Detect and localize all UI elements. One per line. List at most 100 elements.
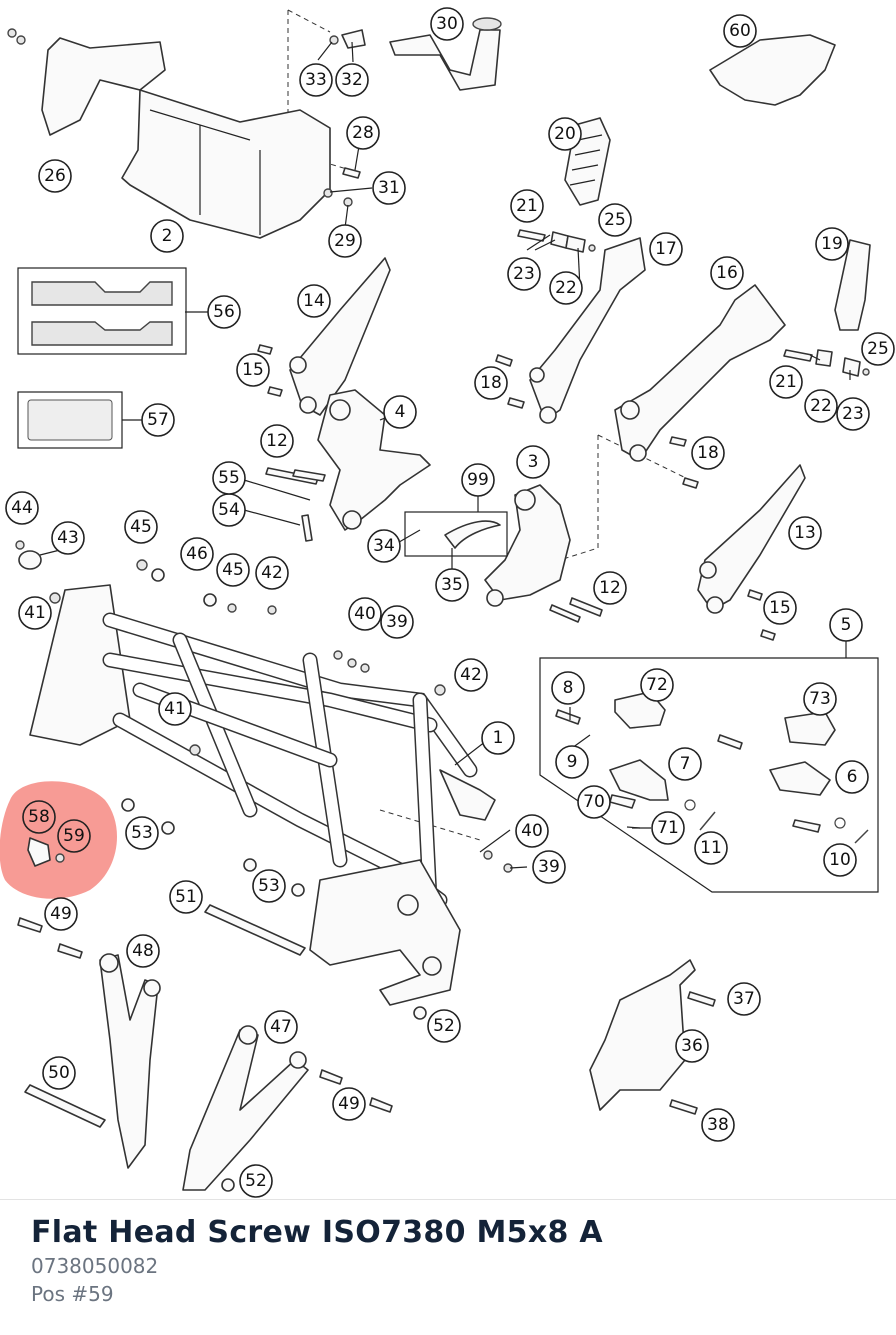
callout-58[interactable]: 58 bbox=[22, 800, 56, 834]
callout-label: 53 bbox=[258, 876, 280, 896]
callout-59[interactable]: 59 bbox=[57, 819, 91, 853]
callout-48[interactable]: 48 bbox=[126, 934, 160, 968]
callout-52[interactable]: 52 bbox=[427, 1009, 461, 1043]
callout-21-2[interactable]: 21 bbox=[769, 365, 803, 399]
callout-11[interactable]: 11 bbox=[694, 831, 728, 865]
callout-21[interactable]: 21 bbox=[510, 189, 544, 223]
callout-label: 45 bbox=[222, 560, 244, 580]
callout-16[interactable]: 16 bbox=[710, 256, 744, 290]
callout-53[interactable]: 53 bbox=[125, 816, 159, 850]
callout-label: 20 bbox=[554, 124, 576, 144]
callout-18-2[interactable]: 18 bbox=[691, 436, 725, 470]
hose-30 bbox=[389, 29, 501, 91]
callout-23-2[interactable]: 23 bbox=[836, 397, 870, 431]
callout-7[interactable]: 7 bbox=[668, 747, 702, 781]
callout-54[interactable]: 54 bbox=[212, 493, 246, 527]
callout-43[interactable]: 43 bbox=[51, 521, 85, 555]
callout-5[interactable]: 5 bbox=[829, 608, 863, 642]
callout-30[interactable]: 30 bbox=[430, 7, 464, 41]
callout-22[interactable]: 22 bbox=[549, 271, 583, 305]
callout-53-2[interactable]: 53 bbox=[252, 869, 286, 903]
callout-32[interactable]: 32 bbox=[335, 63, 369, 97]
callout-group: 1234567891011121213141515161718181920212… bbox=[5, 7, 895, 1198]
callout-55[interactable]: 55 bbox=[212, 461, 246, 495]
callout-50[interactable]: 50 bbox=[42, 1056, 76, 1090]
callout-9[interactable]: 9 bbox=[555, 745, 589, 779]
callout-4[interactable]: 4 bbox=[383, 395, 417, 429]
callout-label: 99 bbox=[467, 470, 489, 490]
callout-23[interactable]: 23 bbox=[507, 257, 541, 291]
callout-label: 21 bbox=[775, 372, 797, 392]
callout-29[interactable]: 29 bbox=[328, 224, 362, 258]
callout-label: 48 bbox=[132, 941, 154, 961]
heel-guard-14 bbox=[289, 257, 391, 416]
callout-label: 9 bbox=[567, 752, 578, 772]
callout-10[interactable]: 10 bbox=[823, 843, 857, 877]
callout-8[interactable]: 8 bbox=[551, 671, 585, 705]
callout-41-2[interactable]: 41 bbox=[158, 692, 192, 726]
callout-19[interactable]: 19 bbox=[815, 227, 849, 261]
callout-71[interactable]: 71 bbox=[651, 811, 685, 845]
callout-31[interactable]: 31 bbox=[372, 171, 406, 205]
callout-45[interactable]: 45 bbox=[124, 510, 158, 544]
callout-2[interactable]: 2 bbox=[150, 219, 184, 253]
footrest-bracket-17 bbox=[529, 237, 646, 421]
callout-56[interactable]: 56 bbox=[207, 295, 241, 329]
callout-36[interactable]: 36 bbox=[675, 1029, 709, 1063]
callout-40-2[interactable]: 40 bbox=[515, 814, 549, 848]
callout-40[interactable]: 40 bbox=[348, 597, 382, 631]
callout-label: 58 bbox=[28, 807, 50, 827]
callout-99[interactable]: 99 bbox=[461, 463, 495, 497]
callout-35[interactable]: 35 bbox=[435, 568, 469, 602]
callout-57[interactable]: 57 bbox=[141, 403, 175, 437]
callout-37[interactable]: 37 bbox=[727, 982, 761, 1016]
callout-42[interactable]: 42 bbox=[255, 556, 289, 590]
footrest-bracket-3 bbox=[484, 484, 571, 601]
callout-72[interactable]: 72 bbox=[640, 668, 674, 702]
callout-3[interactable]: 3 bbox=[516, 445, 550, 479]
callout-label: 17 bbox=[655, 239, 677, 259]
callout-28[interactable]: 28 bbox=[346, 116, 380, 150]
callout-label: 41 bbox=[24, 603, 46, 623]
callout-33[interactable]: 33 bbox=[299, 63, 333, 97]
callout-18[interactable]: 18 bbox=[474, 366, 508, 400]
callout-15[interactable]: 15 bbox=[236, 353, 270, 387]
footpeg-6 bbox=[769, 761, 831, 796]
callout-6[interactable]: 6 bbox=[835, 760, 869, 794]
callout-12-2[interactable]: 12 bbox=[593, 571, 627, 605]
callout-label: 70 bbox=[583, 792, 605, 812]
callout-label: 6 bbox=[847, 767, 858, 787]
callout-47[interactable]: 47 bbox=[264, 1010, 298, 1044]
callout-34[interactable]: 34 bbox=[367, 529, 401, 563]
callout-20[interactable]: 20 bbox=[548, 117, 582, 151]
tail-part-60 bbox=[709, 34, 836, 106]
callout-42-2[interactable]: 42 bbox=[454, 658, 488, 692]
callout-70[interactable]: 70 bbox=[577, 785, 611, 819]
callout-25-2[interactable]: 25 bbox=[861, 332, 895, 366]
callout-14[interactable]: 14 bbox=[297, 284, 331, 318]
callout-1[interactable]: 1 bbox=[481, 721, 515, 755]
callout-51[interactable]: 51 bbox=[169, 880, 203, 914]
callout-22-2[interactable]: 22 bbox=[804, 389, 838, 423]
callout-39[interactable]: 39 bbox=[380, 605, 414, 639]
callout-44[interactable]: 44 bbox=[5, 491, 39, 525]
callout-26[interactable]: 26 bbox=[38, 159, 72, 193]
callout-17[interactable]: 17 bbox=[649, 232, 683, 266]
callout-41[interactable]: 41 bbox=[18, 596, 52, 630]
callout-13[interactable]: 13 bbox=[788, 516, 822, 550]
callout-12[interactable]: 12 bbox=[260, 424, 294, 458]
parts-diagram: 1234567891011121213141515161718181920212… bbox=[0, 7, 895, 1198]
callout-60[interactable]: 60 bbox=[723, 14, 757, 48]
callout-label: 30 bbox=[436, 14, 458, 34]
callout-39-2[interactable]: 39 bbox=[532, 850, 566, 884]
callout-46[interactable]: 46 bbox=[180, 537, 214, 571]
callout-label: 40 bbox=[521, 821, 543, 841]
callout-49[interactable]: 49 bbox=[44, 897, 78, 931]
callout-25[interactable]: 25 bbox=[598, 203, 632, 237]
callout-73[interactable]: 73 bbox=[803, 682, 837, 716]
callout-38[interactable]: 38 bbox=[701, 1108, 735, 1142]
callout-15-2[interactable]: 15 bbox=[763, 591, 797, 625]
callout-52-2[interactable]: 52 bbox=[239, 1164, 273, 1198]
callout-45-2[interactable]: 45 bbox=[216, 553, 250, 587]
callout-49-2[interactable]: 49 bbox=[332, 1087, 366, 1121]
